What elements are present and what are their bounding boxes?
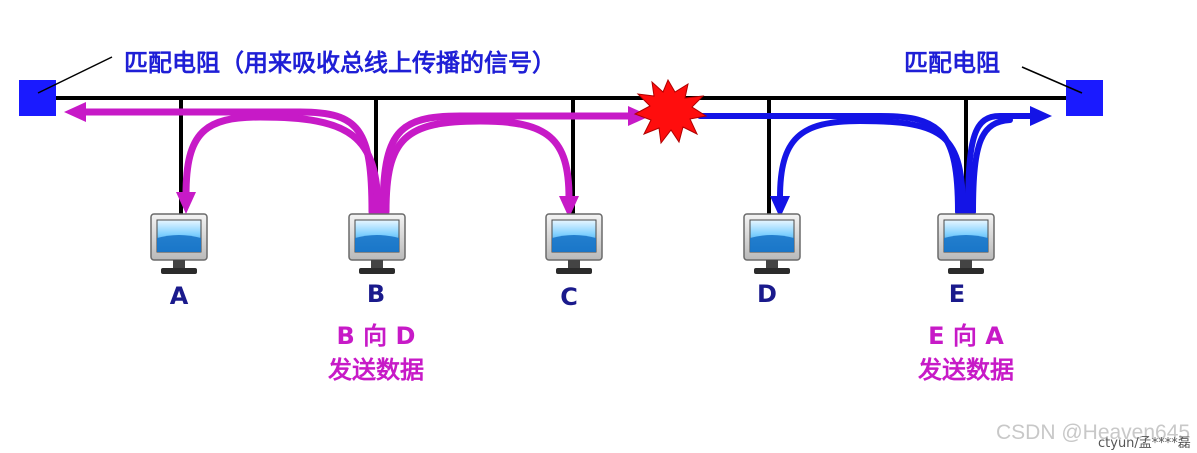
b-caption-line1: B 向 D xyxy=(337,322,416,350)
computer-e-icon xyxy=(937,213,995,275)
blue-signal xyxy=(697,113,1035,215)
station-label-a: A xyxy=(170,282,189,310)
left-terminator-pointer xyxy=(37,56,113,94)
blue-arrowhead-d xyxy=(770,196,790,218)
computer-a-icon xyxy=(150,213,208,275)
blue-trunk-right xyxy=(965,113,1035,215)
right-terminator-caption: 匹配电阻 xyxy=(904,49,1000,77)
collision-burst-icon xyxy=(633,78,708,145)
ctyun-watermark: ctyun/孟****磊 xyxy=(1098,436,1191,451)
blue-trunk-left xyxy=(697,113,961,215)
magenta-arrowhead-a xyxy=(176,192,196,214)
computer-c-icon xyxy=(545,213,603,275)
right-terminator xyxy=(1066,80,1103,116)
e-caption-line1: E 向 A xyxy=(928,322,1004,350)
magenta-arrowhead-c xyxy=(559,196,579,218)
station-label-b: B xyxy=(367,280,385,308)
blue-branch-right2 xyxy=(970,117,1013,215)
left-terminator-caption: 匹配电阻（用来吸收总线上传播的信号） xyxy=(124,49,556,77)
magenta-arrowhead-left xyxy=(64,102,86,122)
csdn-watermark: CSDN @Heaven645 xyxy=(996,421,1191,444)
e-caption-line2: 发送数据 xyxy=(917,356,1014,384)
computer-b-icon xyxy=(348,213,406,275)
magenta-signal xyxy=(74,108,636,216)
blue-branch-d xyxy=(777,117,966,215)
station-label-c: C xyxy=(560,283,578,311)
magenta-branch-c xyxy=(382,117,573,216)
station-label-e: E xyxy=(949,280,965,308)
station-label-d: D xyxy=(757,280,777,308)
magenta-branch-a xyxy=(182,113,382,216)
computer-d-icon xyxy=(743,213,801,275)
left-terminator xyxy=(19,80,56,116)
right-terminator-pointer xyxy=(1021,66,1083,94)
blue-arrowhead-right xyxy=(1030,106,1052,126)
magenta-trunk-left xyxy=(74,108,376,216)
b-caption-line2: 发送数据 xyxy=(327,356,424,384)
